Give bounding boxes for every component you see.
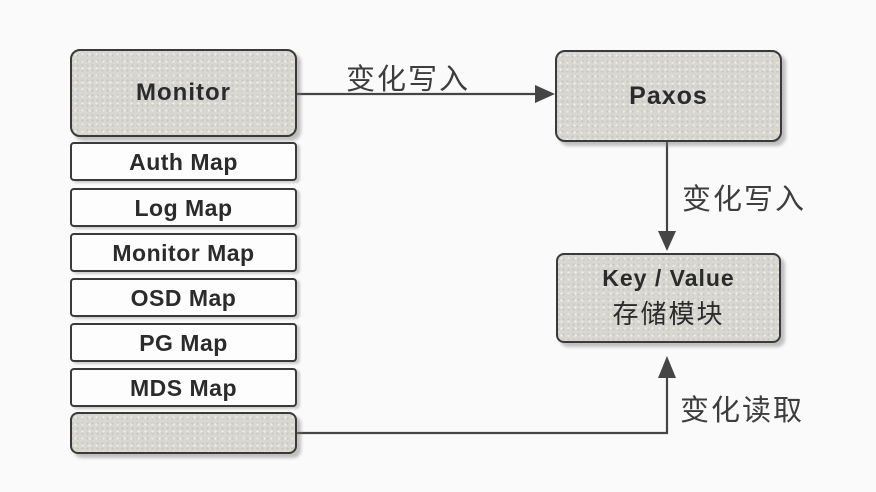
arrow-maps-to-kv <box>296 356 676 435</box>
empty-map-box <box>70 412 297 454</box>
arrow-monitor-to-paxos <box>297 85 555 103</box>
map-box-monitor-map: Monitor Map <box>70 233 297 272</box>
map-box-mds: MDS Map <box>70 368 297 407</box>
edge-label-change-write-2: 变化写入 <box>682 182 807 216</box>
key-value-store-box: Key / Value 存储模块 <box>556 253 781 343</box>
monitor-box: Monitor <box>70 49 297 137</box>
key-value-label: Key / Value <box>602 265 735 291</box>
edge-label-change-read: 变化读取 <box>680 393 805 427</box>
map-box-log: Log Map <box>70 188 297 227</box>
arrow-paxos-to-kv <box>658 142 676 251</box>
storage-module-label: 存储模块 <box>612 299 725 329</box>
paxos-box: Paxos <box>555 50 782 142</box>
map-box-osd: OSD Map <box>70 278 297 317</box>
edge-label-change-write-1: 变化写入 <box>346 62 471 96</box>
map-box-auth: Auth Map <box>70 142 297 181</box>
map-box-pg: PG Map <box>70 323 297 362</box>
